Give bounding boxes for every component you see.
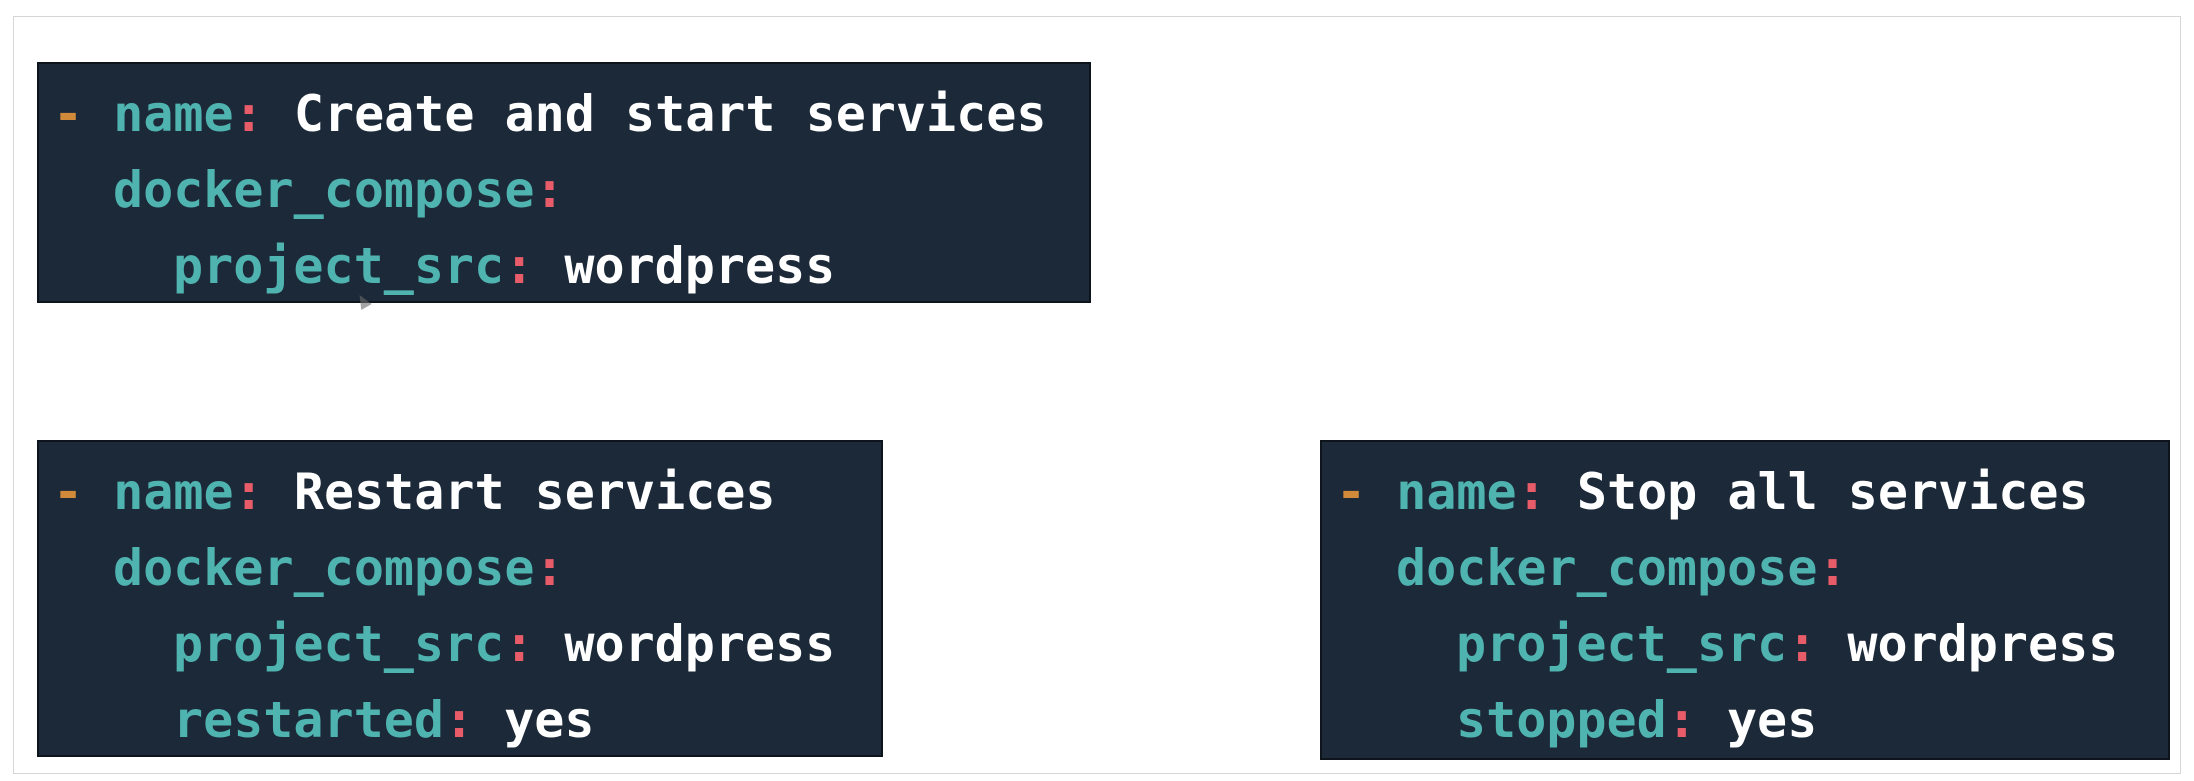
colon: :	[1666, 691, 1697, 749]
project-src-value: wordpress	[1847, 615, 2119, 673]
colon: :	[1787, 615, 1818, 673]
stopped-value: yes	[1726, 691, 1818, 749]
colon: :	[504, 615, 535, 673]
project-src-value: wordpress	[564, 237, 836, 295]
project-src-key: project_src	[173, 237, 505, 295]
stopped-key: stopped	[1456, 691, 1667, 749]
name-key: name	[113, 85, 234, 143]
restarted-line: restarted: yes	[53, 682, 881, 758]
task-name-value: Stop all services	[1576, 463, 2089, 521]
colon: :	[504, 237, 535, 295]
project-src-line: project_src: wordpress	[53, 606, 881, 682]
code-block-stop: - name: Stop all services docker_compose…	[1320, 440, 2170, 760]
colon: :	[1516, 463, 1547, 521]
colon: :	[443, 691, 475, 749]
module-line: docker_compose:	[53, 530, 881, 606]
code-block-create-start: - name: Create and start services docker…	[37, 62, 1091, 303]
module-line: docker_compose:	[53, 152, 1089, 228]
task-name-value: Create and start services	[293, 85, 1047, 143]
colon: :	[1817, 539, 1848, 597]
project-src-key: project_src	[173, 615, 505, 673]
module-line: docker_compose:	[1336, 530, 2168, 606]
code-block-restart: - name: Restart services docker_compose:…	[37, 440, 883, 757]
task-name-value: Restart services	[293, 463, 776, 521]
project-src-value: wordpress	[564, 615, 836, 673]
name-line: - name: Create and start services	[53, 85, 1047, 143]
project-src-line: project_src: wordpress	[1336, 606, 2168, 682]
colon: :	[233, 85, 264, 143]
module-key: docker_compose	[1396, 539, 1818, 597]
project-src-line: project_src: wordpress	[53, 228, 1089, 304]
module-key: docker_compose	[113, 161, 535, 219]
name-key: name	[113, 463, 234, 521]
project-src-key: project_src	[1456, 615, 1788, 673]
restarted-key: restarted	[173, 691, 444, 749]
restarted-value: yes	[504, 691, 595, 749]
colon: :	[534, 161, 565, 219]
name-key: name	[1396, 463, 1517, 521]
name-line: - name: Stop all services	[1336, 463, 2089, 521]
name-line: - name: Restart services	[53, 463, 776, 521]
stopped-line: stopped: yes	[1336, 682, 2168, 758]
module-key: docker_compose	[113, 539, 535, 597]
colon: :	[534, 539, 565, 597]
colon: :	[233, 463, 264, 521]
